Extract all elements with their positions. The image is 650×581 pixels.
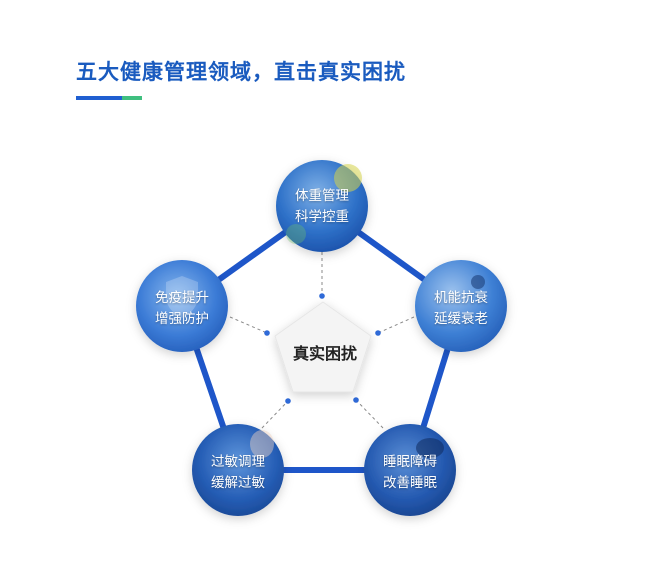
node-immune bbox=[136, 260, 228, 352]
center-label: 真实困扰 bbox=[292, 344, 357, 363]
underline-green bbox=[122, 96, 142, 100]
node-label-sleep: 睡眠障碍 改善睡眠 bbox=[355, 452, 465, 494]
dot-immune bbox=[264, 330, 270, 336]
node-allergy-circle bbox=[192, 424, 284, 516]
node-allergy-figure bbox=[250, 430, 274, 458]
spoke-allergy bbox=[261, 400, 289, 429]
node-immune-line2: 增强防护 bbox=[155, 311, 209, 327]
spoke-immune bbox=[229, 316, 268, 334]
shield-icon bbox=[166, 276, 198, 318]
node-aging-line2: 延缓衰老 bbox=[434, 311, 488, 327]
node-immune-line1: 免疫提升 bbox=[155, 290, 209, 306]
node-weight-accent bbox=[334, 164, 362, 192]
node-aging-figure bbox=[471, 275, 485, 289]
dot-weight bbox=[319, 293, 325, 299]
node-label-allergy: 过敏调理 缓解过敏 bbox=[183, 452, 293, 494]
node-immune-circle bbox=[136, 260, 228, 352]
spoke-dots bbox=[264, 293, 381, 404]
node-allergy bbox=[192, 424, 284, 516]
node-sleep bbox=[364, 424, 456, 516]
node-weight bbox=[276, 160, 368, 252]
dot-allergy bbox=[285, 398, 291, 404]
spoke-aging bbox=[377, 316, 415, 334]
node-sleep-figure bbox=[416, 438, 444, 458]
title-underline bbox=[76, 96, 142, 100]
dot-sleep bbox=[353, 397, 359, 403]
underline-blue bbox=[76, 96, 122, 100]
node-allergy-line1: 过敏调理 bbox=[211, 454, 265, 470]
node-allergy-line2: 缓解过敏 bbox=[211, 475, 265, 491]
node-aging-line1: 机能抗衰 bbox=[434, 290, 488, 306]
node-aging bbox=[415, 260, 507, 352]
node-weight-line1: 体重管理 bbox=[295, 188, 349, 204]
node-label-immune: 免疫提升 增强防护 bbox=[127, 288, 237, 330]
node-weight-accent-2 bbox=[286, 224, 306, 244]
dot-aging bbox=[375, 330, 381, 336]
center-pentagon bbox=[274, 301, 372, 393]
spokes bbox=[229, 252, 415, 429]
node-label-aging: 机能抗衰 延缓衰老 bbox=[406, 288, 516, 330]
node-label-weight: 体重管理 科学控重 bbox=[267, 186, 377, 228]
node-weight-line2: 科学控重 bbox=[295, 209, 349, 225]
node-sleep-line1: 睡眠障碍 bbox=[383, 454, 437, 470]
node-sleep-line2: 改善睡眠 bbox=[383, 475, 437, 491]
page-title: 五大健康管理领域，直击真实困扰 bbox=[76, 60, 406, 84]
spoke-sleep bbox=[355, 399, 384, 429]
